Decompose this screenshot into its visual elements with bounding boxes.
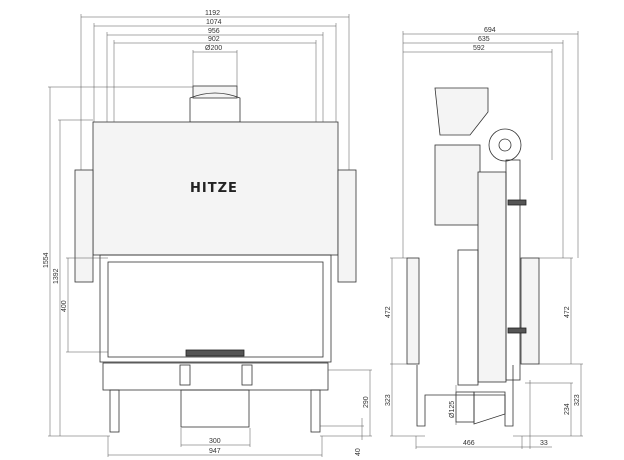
combustion-chamber [434, 144, 481, 226]
dim-472-left: 472 [385, 306, 392, 318]
dim-40: 40 [355, 448, 362, 456]
right-latch [241, 364, 253, 386]
glass-window [107, 261, 324, 358]
dim-1074: 1074 [206, 19, 222, 26]
door-handle [185, 349, 245, 357]
flue-collar [192, 85, 238, 99]
dim-635: 635 [478, 36, 490, 43]
dim-323-right: 323 [574, 394, 581, 406]
hinge-top [507, 199, 527, 206]
left-latch [179, 364, 191, 386]
dim-592: 592 [473, 45, 485, 52]
air-duct [473, 391, 506, 425]
hinge-bottom [507, 327, 527, 334]
side-base-frame [416, 365, 514, 427]
fan-wheel [488, 128, 522, 162]
flue-elbow [434, 87, 489, 136]
right-side-panel-side [520, 257, 540, 365]
base-frame [102, 362, 329, 391]
hitze-logo: HITZE [190, 181, 238, 196]
dim-323-left: 323 [385, 394, 392, 406]
left-leg [109, 389, 120, 433]
dim-300: 300 [209, 438, 221, 445]
dim-1192: 1192 [205, 10, 220, 17]
air-inlet [455, 391, 475, 423]
door-frame [99, 254, 332, 363]
dim-956: 956 [208, 28, 220, 35]
dim-inlet-125: Ø125 [449, 401, 456, 418]
left-side-panel [74, 169, 94, 283]
left-side-panel-side [406, 257, 420, 365]
door-profile [477, 171, 507, 383]
flue-adapter [189, 92, 241, 123]
dim-1392: 1392 [53, 268, 60, 284]
dim-902: 902 [208, 36, 220, 43]
right-leg [310, 389, 321, 433]
dim-33: 33 [540, 440, 548, 447]
dim-flue-200: Ø200 [205, 45, 222, 52]
rear-frame [505, 159, 521, 381]
dim-1554: 1554 [43, 252, 50, 268]
dim-694: 694 [484, 27, 496, 34]
front-view: HITZE [74, 85, 357, 433]
front-dimensions: 1192 1074 956 902 Ø200 1554 1392 400 290… [43, 10, 372, 457]
side-dimensions: 694 635 592 472 472 323 323 234 Ø125 466… [385, 27, 583, 449]
dim-472-right: 472 [564, 306, 571, 318]
ash-drawer [180, 389, 250, 428]
right-side-panel [337, 169, 357, 283]
dim-947: 947 [209, 448, 221, 455]
dim-234: 234 [564, 403, 571, 415]
dim-466: 466 [463, 440, 475, 447]
dim-400: 400 [61, 300, 68, 312]
side-view [406, 87, 540, 427]
inner-channel [457, 249, 479, 386]
dim-290: 290 [363, 396, 370, 408]
